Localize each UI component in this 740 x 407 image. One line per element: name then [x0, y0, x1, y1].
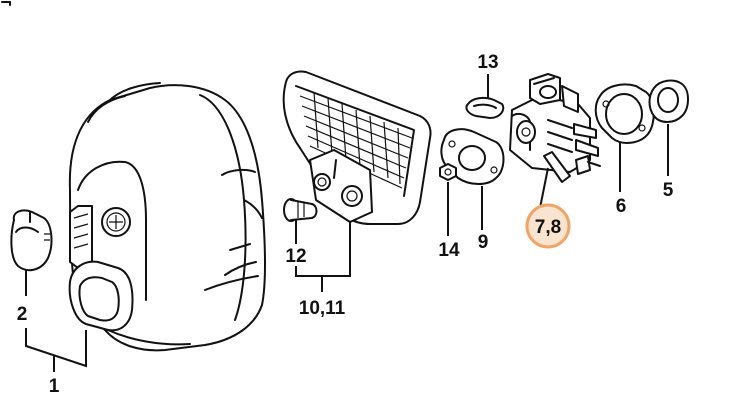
callout-5[interactable]: 5	[663, 180, 674, 201]
callout-13[interactable]: 13	[477, 52, 498, 73]
part-14-nut[interactable]	[439, 163, 457, 181]
part-5-seal-ring[interactable]	[648, 79, 689, 123]
callout-2[interactable]: 2	[17, 304, 28, 325]
part-1-filter-cover[interactable]	[68, 82, 266, 352]
part-7-8-carburetor[interactable]	[509, 73, 601, 183]
callout-10-11[interactable]: 10,11	[299, 298, 346, 319]
callout-6[interactable]: 6	[616, 196, 627, 217]
leader-lines	[25, 74, 669, 372]
cropped-bracket-fragment	[1, 1, 11, 6]
callout-12[interactable]: 12	[285, 246, 306, 267]
callout-1[interactable]: 1	[49, 376, 60, 397]
part-6-gasket-ring[interactable]	[594, 83, 655, 144]
part-10-11-air-filter[interactable]	[282, 70, 432, 225]
callout-14[interactable]: 14	[438, 240, 460, 261]
part-13-seal[interactable]	[465, 96, 505, 119]
part-2-knob[interactable]	[10, 209, 53, 272]
part-12-fastener[interactable]	[283, 198, 318, 222]
callout-9[interactable]: 9	[478, 232, 489, 253]
highlight-circle-7-8[interactable]	[525, 203, 571, 249]
callout-7-8[interactable]: 7,8	[535, 217, 561, 238]
